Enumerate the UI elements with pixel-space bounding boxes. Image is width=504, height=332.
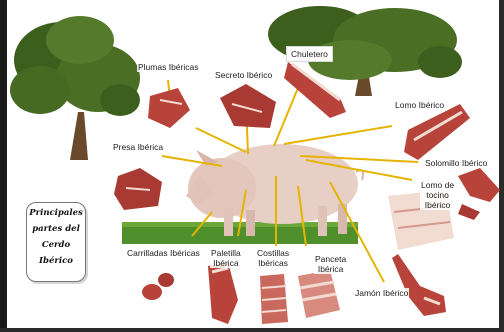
- cut-jamon-image: [392, 254, 446, 316]
- cut-paletilla-image: [208, 262, 238, 324]
- cut-carrilladas-image: [142, 273, 174, 300]
- label-paletilla-line-1: Paletilla: [211, 248, 241, 258]
- cut-costillas-image: [260, 274, 288, 324]
- label-carrilladas: Carrilladas Ibéricas: [126, 248, 201, 258]
- label-costillas-line-1: Costillas: [257, 248, 289, 258]
- label-paletilla: Paletilla Ibérica: [210, 248, 242, 268]
- label-lomo-tocino-line-1: Lomo de: [421, 180, 454, 190]
- leader-lomo: [284, 126, 392, 144]
- label-lomo-tocino-line-2: tocino: [421, 190, 454, 200]
- leader-chuletero: [274, 88, 298, 146]
- label-costillas-line-2: Ibéricas: [257, 258, 289, 268]
- label-secreto: Secreto Ibérico: [214, 70, 273, 80]
- label-panceta-line-2: Ibérica: [315, 264, 346, 274]
- label-presa: Presa Ibérica: [112, 142, 164, 152]
- title-line-1: Principales: [27, 207, 85, 219]
- label-lomo: Lomo Ibérico: [394, 100, 445, 110]
- cut-plumas-image: [148, 88, 190, 128]
- cut-solomillo-image: [458, 168, 500, 220]
- cut-secreto-image: [220, 84, 276, 128]
- label-lomo-tocino-line-3: Ibérico: [421, 200, 454, 210]
- label-solomillo: Solomillo Ibérico: [424, 158, 488, 168]
- cut-presa-image: [114, 168, 162, 210]
- label-plumas: Plumas Ibéricas: [137, 62, 199, 72]
- label-panceta-line-1: Panceta: [315, 254, 346, 264]
- label-lomo-tocino: Lomo de tocino Ibérico: [420, 180, 455, 210]
- title-line-2: partes del: [27, 223, 85, 235]
- title-line-4: Ibérico: [27, 255, 85, 267]
- left-tree: [10, 16, 140, 160]
- cut-lomo-image: [404, 104, 470, 160]
- label-panceta: Panceta Ibérica: [314, 254, 347, 274]
- title-box: Principales partes del Cerdo Ibérico: [26, 202, 86, 282]
- label-costillas: Costillas Ibéricas: [256, 248, 290, 268]
- label-chuletero: Chuletero: [286, 46, 333, 62]
- title-line-3: Cerdo: [27, 239, 85, 251]
- label-jamon: Jamón Ibérico: [354, 288, 409, 298]
- leader-plumas-body: [196, 128, 246, 152]
- cut-panceta-image: [298, 270, 340, 318]
- label-paletilla-line-2: Ibérica: [211, 258, 241, 268]
